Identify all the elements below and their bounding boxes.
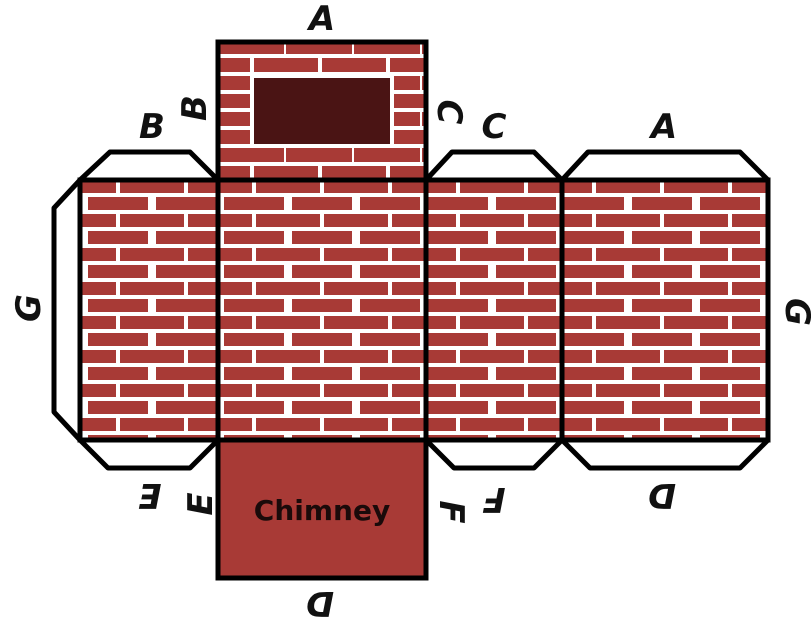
label-bottom-d-right: D [648, 475, 676, 515]
label-bottom-d: D [306, 583, 334, 623]
label-bottom-f-vertical: F [431, 500, 471, 523]
tab-b-left [77, 149, 221, 183]
tab-e-bottom [77, 437, 221, 471]
tab-c-top [423, 149, 565, 183]
tab-f-bottom [423, 437, 565, 471]
label-vertical-b: B [175, 95, 215, 121]
label-bottom-f-right: F [482, 479, 505, 519]
label-right-a: A [648, 107, 677, 147]
label-right-c: C [482, 107, 507, 147]
bottom-face [215, 437, 429, 581]
back-face [559, 177, 771, 443]
label-left-g: G [9, 294, 49, 322]
label-bottom-e-left: E [138, 475, 161, 515]
tab-a-top [559, 149, 771, 183]
label-left-b: B [139, 107, 165, 147]
label-top-a: A [306, 0, 335, 39]
label-vertical-c: C [429, 100, 469, 125]
label-right-g: G [777, 298, 811, 326]
tab-g-left [51, 177, 83, 443]
chimney-opening [250, 74, 394, 148]
tab-d-bottom [559, 437, 771, 471]
label-bottom-e-vertical: E [181, 492, 221, 515]
label-chimney: Chimney [254, 494, 390, 527]
